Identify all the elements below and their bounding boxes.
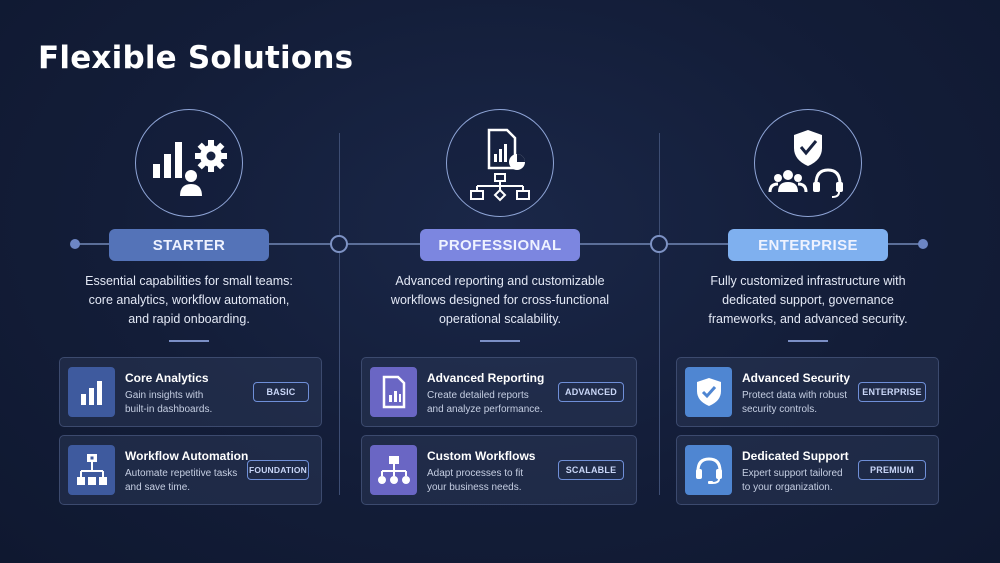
badge-premium: PREMIUM [858,460,926,480]
feature-card-advanced-reporting: Advanced Reporting Create detailed repor… [361,357,637,427]
security-support-icon [754,109,862,217]
timeline-start-dot [70,239,80,249]
card-title: Workflow Automation [125,449,249,463]
headset-icon [685,445,732,495]
tier-column-starter: STARTER Essential capabilities for small… [44,0,334,563]
tier-label-professional: PROFESSIONAL [420,229,580,261]
card-title: Advanced Reporting [427,371,545,385]
card-title: Custom Workflows [427,449,536,463]
badge-scalable: SCALABLE [558,460,624,480]
feature-card-advanced-security: Advanced Security Protect data with robu… [676,357,939,427]
separator [169,340,209,342]
report-flow-icon [446,109,554,217]
page-title: Flexible Solutions [38,40,354,76]
tier-description: Essential capabilities for small teams: … [85,274,293,326]
report-icon [370,367,417,417]
badge-foundation: FOUNDATION [247,460,309,480]
tier-description: Advanced reporting and customizable work… [390,274,610,326]
feature-card-dedicated-support: Dedicated Support Expert support tailore… [676,435,939,505]
separator [788,340,828,342]
card-title: Core Analytics [125,371,209,385]
timeline-node [330,235,348,253]
card-title: Dedicated Support [742,449,849,463]
feature-card-workflow-automation: Workflow Automation Automate repetitive … [59,435,322,505]
shield-check-icon [685,367,732,417]
tier-description: Fully customized infrastructure with ded… [708,274,908,326]
tier-label-enterprise: ENTERPRISE [728,229,888,261]
column-divider [659,133,660,495]
workflow-tree-icon [68,445,115,495]
badge-enterprise: ENTERPRISE [858,382,926,402]
badge-basic: BASIC [253,382,309,402]
timeline-node [650,235,668,253]
badge-advanced: ADVANCED [558,382,624,402]
custom-workflow-icon [370,445,417,495]
separator [480,340,520,342]
card-title: Advanced Security [742,371,851,385]
analytics-gear-user-icon [135,109,243,217]
column-divider [339,133,340,495]
tier-column-professional: PROFESSIONAL Advanced reporting and cust… [355,0,645,563]
bar-chart-icon [68,367,115,417]
tier-label-starter: STARTER [109,229,269,261]
timeline-end-dot [918,239,928,249]
tier-column-enterprise: ENTERPRISE Fully customized infrastructu… [663,0,953,563]
